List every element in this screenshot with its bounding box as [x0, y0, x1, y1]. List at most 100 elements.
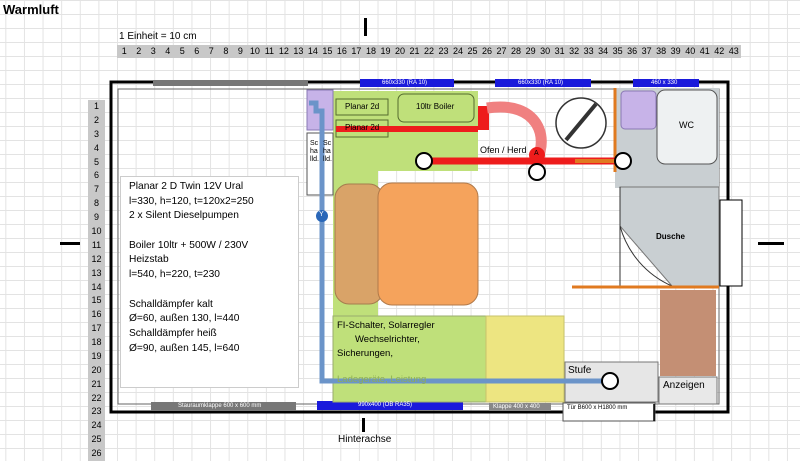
note-line: Boiler 10ltr + 500W / 230V	[129, 239, 249, 251]
bottom-flap	[489, 403, 551, 411]
storage-hatch	[151, 402, 296, 411]
axle-mark	[362, 418, 365, 432]
center-mark-top	[364, 18, 367, 36]
column-number: 6	[194, 46, 200, 56]
window-top-2	[495, 79, 591, 87]
bottom-flap-label: Klappe 400 x 400	[493, 404, 540, 410]
junction-a	[529, 147, 545, 163]
display-box	[658, 376, 718, 405]
row-number: 23	[91, 406, 102, 417]
column-number: 5	[179, 46, 185, 56]
note-line: l=540, h=220, t=230	[129, 269, 220, 281]
brown-cabinet	[660, 290, 716, 376]
oven-label: Ofen / Herd	[480, 145, 527, 155]
row-number: 25	[91, 434, 102, 445]
window-top-3	[633, 79, 699, 87]
row-number: 1	[93, 101, 99, 111]
junction-y-label: Y	[319, 211, 324, 218]
row-number: 7	[93, 184, 99, 195]
heater-1	[335, 98, 389, 116]
outlet-step	[601, 372, 619, 390]
row-number: 11	[91, 239, 102, 250]
outlet-center	[528, 163, 546, 181]
column-number: 33	[583, 46, 594, 56]
row-number: 18	[91, 337, 102, 348]
outlet-left	[415, 152, 433, 170]
center-mark-left	[60, 242, 80, 245]
column-number: 16	[336, 46, 347, 56]
row-number: 6	[93, 170, 99, 181]
junction-y	[316, 210, 328, 222]
column-number: 13	[293, 46, 304, 56]
yellow-box	[485, 315, 565, 403]
column-number: 21	[409, 46, 420, 56]
wc-toilet	[656, 89, 718, 165]
column-number: 25	[467, 46, 478, 56]
heater-2-label: Planar 2d	[345, 123, 380, 132]
window-top-1	[360, 79, 454, 87]
column-number: 7	[208, 46, 214, 56]
row-number: 5	[93, 156, 99, 167]
note-line: l=330, h=120, t=120x2=250	[129, 195, 254, 207]
column-number: 15	[322, 46, 333, 56]
row-number: 2	[93, 114, 99, 125]
column-number: 34	[598, 46, 609, 56]
column-number: 17	[351, 46, 362, 56]
page-title: Warmluft	[3, 2, 59, 17]
column-number: 12	[278, 46, 289, 56]
column-number: 11	[264, 46, 275, 56]
electrics-line-1: FI-Schalter, Solarregler	[337, 320, 435, 331]
orange-tank-main	[377, 182, 479, 306]
note-line: Schalldämpfer kalt	[129, 298, 213, 310]
scale-label: 1 Einheit = 10 cm	[119, 31, 197, 42]
column-number: 23	[438, 46, 449, 56]
row-number: 8	[93, 198, 99, 209]
row-number: 15	[91, 295, 102, 306]
column-number: 9	[237, 46, 243, 56]
row-number: 21	[91, 378, 102, 389]
column-number: 1	[121, 46, 127, 56]
silencer-hot-label: Schalld.	[323, 140, 332, 163]
note-line: Ø=60, außen 130, l=440	[129, 313, 240, 325]
wc-label: WC	[679, 120, 694, 130]
right-window	[719, 199, 743, 287]
row-number: 12	[91, 253, 102, 264]
column-number: 29	[525, 46, 536, 56]
column-number: 43	[728, 46, 739, 56]
column-number: 42	[714, 46, 725, 56]
column-number: 40	[685, 46, 696, 56]
storage-hatch-label: Stauraumklappe 600 x 600 mm	[178, 403, 262, 409]
row-number: 17	[91, 323, 102, 334]
row-number: 13	[91, 267, 102, 278]
column-number: 38	[656, 46, 667, 56]
oven-dial-needle	[564, 102, 598, 142]
step-label: Stufe	[568, 365, 592, 376]
column-number: 31	[554, 46, 565, 56]
row-number: 26	[91, 448, 102, 459]
note-line: Schalldämpfer heiß	[129, 327, 217, 339]
column-header-bar	[117, 45, 741, 58]
electrics-box	[332, 315, 487, 403]
row-number: 9	[93, 212, 99, 223]
column-number: 18	[365, 46, 376, 56]
column-number: 14	[307, 46, 318, 56]
column-number: 35	[612, 46, 623, 56]
column-number: 3	[150, 46, 156, 56]
junction-a-label: A	[534, 150, 539, 157]
note-line: Heizstab	[129, 254, 169, 266]
boiler	[397, 93, 475, 123]
row-number: 10	[91, 225, 102, 236]
row-number: 14	[91, 281, 102, 292]
notes-box: Planar 2 D Twin 12V Ural l=330, h=120, t…	[120, 176, 299, 388]
row-number: 3	[93, 128, 99, 139]
note-line: Planar 2 D Twin 12V Ural	[129, 181, 244, 192]
column-number: 19	[380, 46, 391, 56]
window-bottom-label: 990x400 (OB RA35)	[358, 402, 413, 408]
boiler-label: 10ltr Boiler	[416, 102, 455, 111]
wc-cabinet	[620, 90, 657, 130]
orange-tank-left	[334, 183, 384, 305]
door-frame	[562, 402, 656, 422]
electrics-line-4: Ladegeräte, Leistung	[337, 374, 427, 385]
shower-door-arc	[619, 225, 673, 287]
